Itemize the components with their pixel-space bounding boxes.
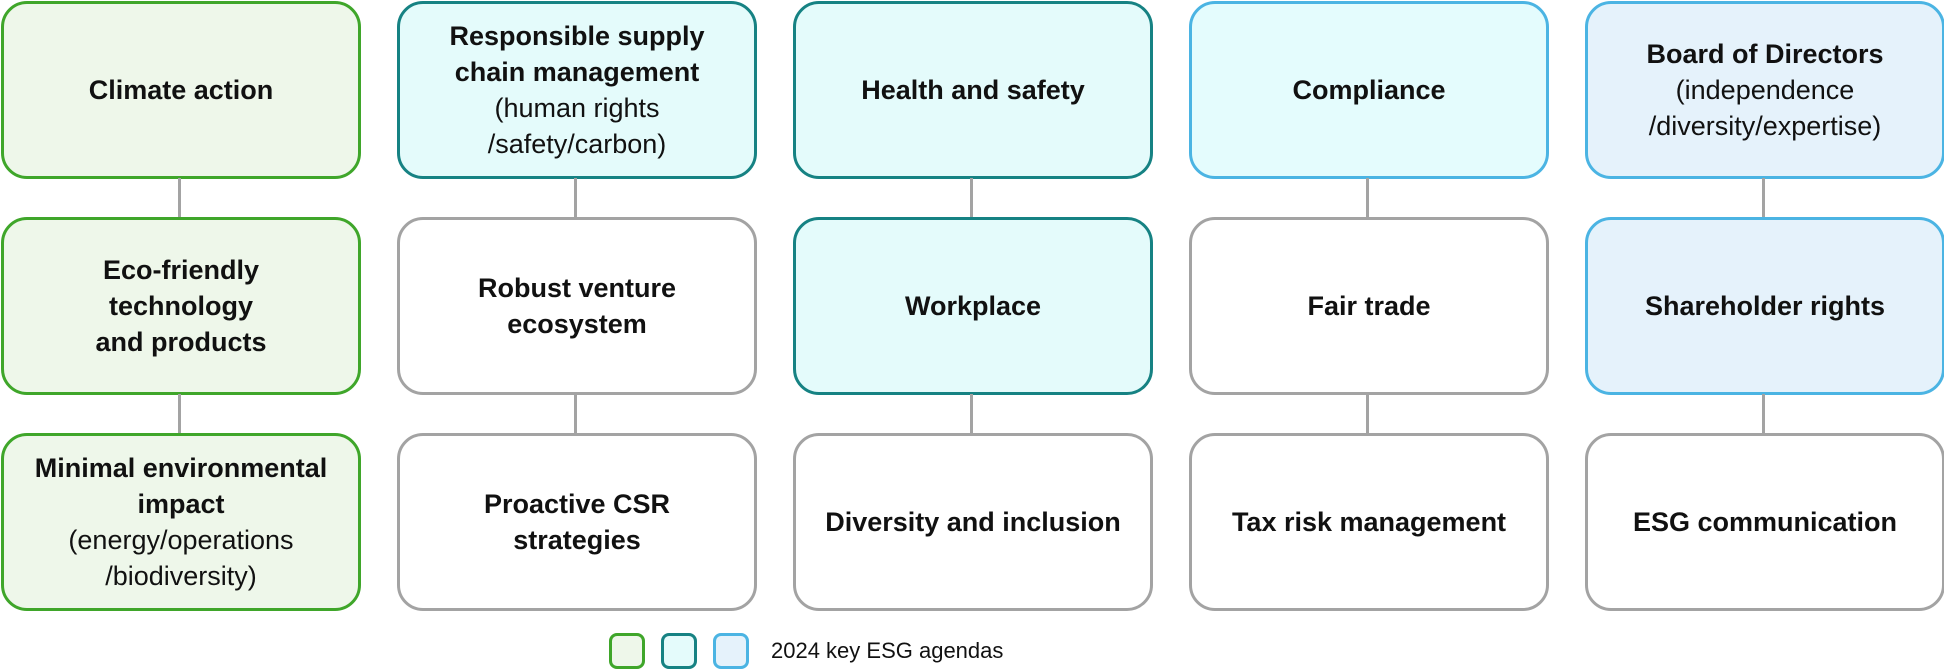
- box-title: Diversity and inclusion: [825, 507, 1121, 537]
- connector-line: [1366, 178, 1369, 218]
- connector-line: [574, 394, 577, 434]
- connector-line: [574, 178, 577, 218]
- box-compliance: Compliance: [1189, 1, 1549, 179]
- box-title: Responsible supply chain management: [449, 21, 705, 87]
- column-social-workplace: Health and safety Workplace Diversity an…: [792, 0, 1154, 612]
- box-subtitle: (energy/operations /biodiversity): [68, 525, 294, 591]
- box-fair-trade: Fair trade: [1189, 217, 1549, 395]
- box-workplace: Workplace: [793, 217, 1153, 395]
- legend-swatch-sky: [713, 633, 749, 669]
- box-board-of-directors: Board of Directors (independence /divers…: [1585, 1, 1944, 179]
- box-title: Shareholder rights: [1644, 291, 1886, 321]
- box-eco-friendly-technology: Eco-friendly technology and products: [1, 217, 361, 395]
- box-title: Compliance: [1292, 75, 1446, 105]
- connector-line: [970, 394, 973, 434]
- connector-line: [970, 178, 973, 218]
- box-climate-action: Climate action: [1, 1, 361, 179]
- box-title: Board of Directors: [1646, 39, 1884, 69]
- box-subtitle: (independence /diversity/expertise): [1648, 75, 1882, 141]
- box-diversity-and-inclusion: Diversity and inclusion: [793, 433, 1153, 611]
- box-responsible-supply-chain: Responsible supply chain management (hum…: [397, 1, 757, 179]
- box-title: Proactive CSR strategies: [483, 489, 671, 555]
- legend: 2024 key ESG agendas: [609, 630, 1003, 672]
- box-health-and-safety: Health and safety: [793, 1, 1153, 179]
- connector-line: [178, 178, 181, 218]
- legend-swatch-green: [609, 633, 645, 669]
- box-title: Tax risk management: [1231, 507, 1507, 537]
- box-title: Eco-friendly technology and products: [95, 255, 267, 357]
- box-title: Robust venture ecosystem: [477, 273, 677, 339]
- legend-swatch-teal: [661, 633, 697, 669]
- connector-line: [178, 394, 181, 434]
- connector-line: [1366, 394, 1369, 434]
- column-environment: Climate action Eco-friendly technology a…: [0, 0, 362, 612]
- box-proactive-csr: Proactive CSR strategies: [397, 433, 757, 611]
- column-social-supply: Responsible supply chain management (hum…: [396, 0, 758, 612]
- box-robust-venture-ecosystem: Robust venture ecosystem: [397, 217, 757, 395]
- box-title: Minimal environmental impact: [34, 453, 328, 519]
- box-tax-risk-management: Tax risk management: [1189, 433, 1549, 611]
- box-subtitle: (human rights /safety/carbon): [487, 93, 667, 159]
- column-governance-compliance: Compliance Fair trade Tax risk managemen…: [1188, 0, 1550, 612]
- box-title: Fair trade: [1307, 291, 1431, 321]
- box-title: Climate action: [88, 75, 274, 105]
- box-title: Workplace: [904, 291, 1042, 321]
- connector-line: [1762, 394, 1765, 434]
- connector-line: [1762, 178, 1765, 218]
- box-shareholder-rights: Shareholder rights: [1585, 217, 1944, 395]
- legend-label: 2024 key ESG agendas: [771, 638, 1004, 663]
- column-governance-board: Board of Directors (independence /divers…: [1584, 0, 1944, 612]
- box-minimal-environmental-impact: Minimal environmental impact (energy/ope…: [1, 433, 361, 611]
- box-esg-communication: ESG communication: [1585, 433, 1944, 611]
- box-title: ESG communication: [1632, 507, 1898, 537]
- box-title: Health and safety: [861, 75, 1085, 105]
